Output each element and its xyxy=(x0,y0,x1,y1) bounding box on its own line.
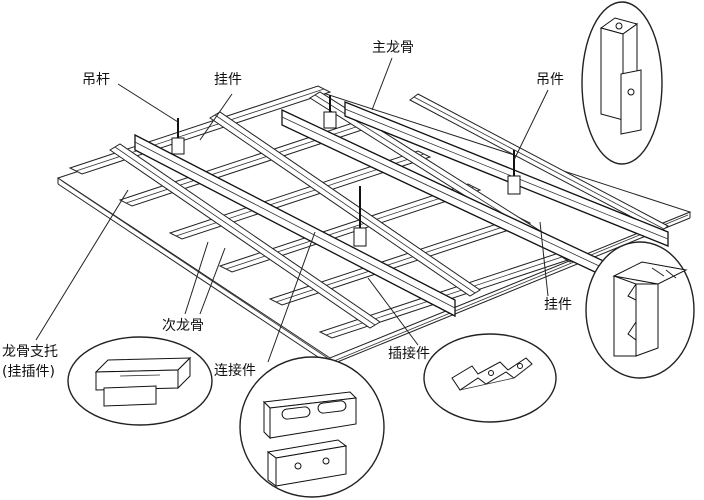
label-hanger-rod: 吊杆 xyxy=(82,72,110,88)
label-hanger-part: 吊件 xyxy=(536,72,564,88)
label-keel-support-line2: (挂插件) xyxy=(2,364,55,380)
label-secondary-keel: 次龙骨 xyxy=(162,318,204,334)
detail-connector xyxy=(239,356,385,498)
detail-insert-part xyxy=(423,333,557,423)
leader-lines xyxy=(35,57,549,363)
main-keels xyxy=(134,101,669,318)
detail-hanger-right xyxy=(585,241,695,379)
detail-hanger-part xyxy=(581,1,663,165)
label-main-keel: 主龙骨 xyxy=(372,40,414,56)
label-hanger-right: 挂件 xyxy=(544,297,572,313)
detail-keel-support xyxy=(67,336,213,426)
cross-keels xyxy=(109,91,669,329)
label-hanger-top: 挂件 xyxy=(214,72,242,88)
label-connector: 连接件 xyxy=(214,363,256,379)
hanger-rods xyxy=(171,95,521,247)
label-keel-support-line1: 龙骨支托 xyxy=(2,344,58,360)
label-insert-part: 插接件 xyxy=(388,346,430,362)
